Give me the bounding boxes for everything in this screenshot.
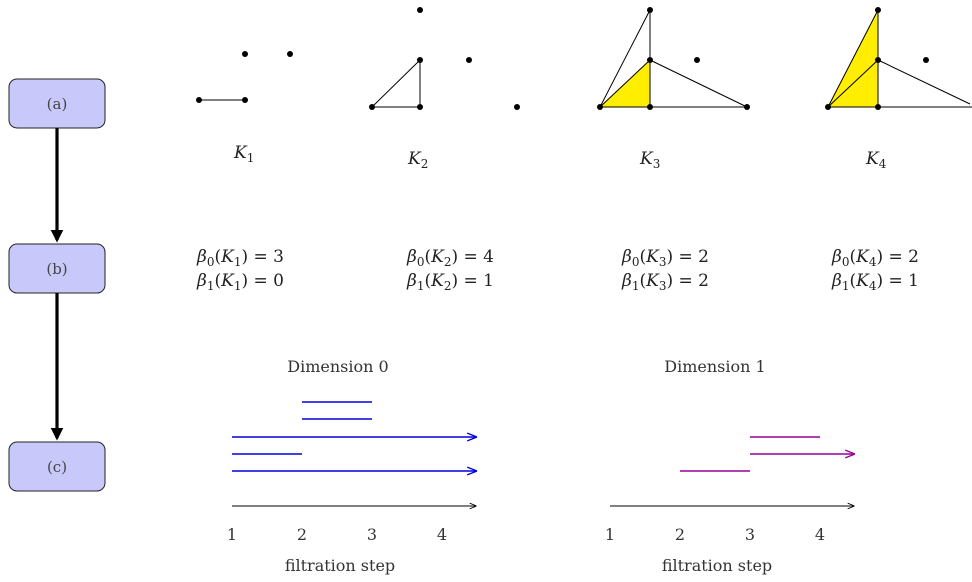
complex-label-k4: K4	[865, 149, 887, 171]
edge	[827, 59, 879, 108]
vertex	[923, 57, 929, 63]
betti-b0-k4: β0(K4) = 2	[831, 247, 919, 269]
stage-box-a: (a)	[8, 78, 106, 129]
barcode-dimension-1: 1 2 3 4	[605, 436, 854, 544]
edge	[877, 59, 971, 105]
stage-box-c: (c)	[8, 441, 106, 492]
edge	[371, 59, 421, 108]
vertex	[196, 97, 202, 103]
betti-b0-k1: β0(K1) = 3	[196, 247, 284, 269]
vertex	[514, 104, 520, 110]
stage-label-b: (b)	[46, 260, 67, 278]
barcode-title-dimension-1: Dimension 1	[664, 357, 765, 376]
stage-label-a: (a)	[47, 95, 68, 113]
complex-k1	[196, 51, 293, 103]
edge	[599, 59, 651, 108]
x-tick-label: 3	[367, 525, 377, 544]
betti-b1-k4: β1(K4) = 1	[831, 271, 919, 293]
betti-b1-k1: β1(K1) = 0	[196, 271, 284, 293]
betti-b1-k2: β1(K2) = 1	[406, 271, 494, 293]
complex-k4	[825, 7, 972, 110]
vertex	[369, 104, 375, 110]
x-tick-label: 2	[297, 525, 307, 544]
vertex	[417, 7, 423, 13]
x-tick-label: 1	[227, 525, 237, 544]
betti-numbers: β0(K1) = 3β1(K1) = 0 β0(K2) = 4β1(K2) = 1…	[196, 247, 919, 293]
vertex	[647, 7, 653, 13]
vertex	[694, 57, 700, 63]
vertex	[875, 57, 881, 63]
x-axis-label-dimension-1: filtration step	[662, 556, 772, 575]
vertex	[597, 104, 603, 110]
vertex	[242, 97, 248, 103]
edge	[599, 9, 651, 108]
betti-b0-k3: β0(K3) = 2	[621, 247, 709, 269]
stage-label-c: (c)	[47, 458, 67, 476]
x-tick-label: 3	[745, 525, 755, 544]
x-tick-label: 4	[437, 525, 447, 544]
complex-k2	[369, 7, 520, 110]
barcode-dimension-0: 1 2 3 4	[227, 401, 476, 544]
vertex	[466, 57, 472, 63]
betti-b0-k2: β0(K2) = 4	[406, 247, 494, 269]
complex-label-k1: K1	[233, 143, 254, 165]
vertex	[647, 104, 653, 110]
stage-box-b: (b)	[8, 243, 106, 294]
x-axis-label-dimension-0: filtration step	[285, 556, 395, 575]
barcode-title-dimension-0: Dimension 0	[287, 357, 388, 376]
vertex	[417, 57, 423, 63]
x-tick-label: 1	[605, 525, 615, 544]
vertex	[242, 51, 248, 57]
vertex	[875, 7, 881, 13]
vertex	[744, 104, 750, 110]
edge	[649, 59, 748, 108]
complex-label-k2: K2	[407, 149, 428, 171]
vertex	[287, 51, 293, 57]
x-tick-label: 4	[815, 525, 825, 544]
complex-label-k3: K3	[639, 149, 660, 171]
vertex	[647, 57, 653, 63]
vertex	[417, 104, 423, 110]
vertex	[875, 104, 881, 110]
x-tick-label: 2	[675, 525, 685, 544]
edge	[827, 9, 879, 108]
vertex	[825, 104, 831, 110]
betti-b1-k3: β1(K3) = 2	[621, 271, 709, 293]
complex-k3	[597, 7, 750, 110]
